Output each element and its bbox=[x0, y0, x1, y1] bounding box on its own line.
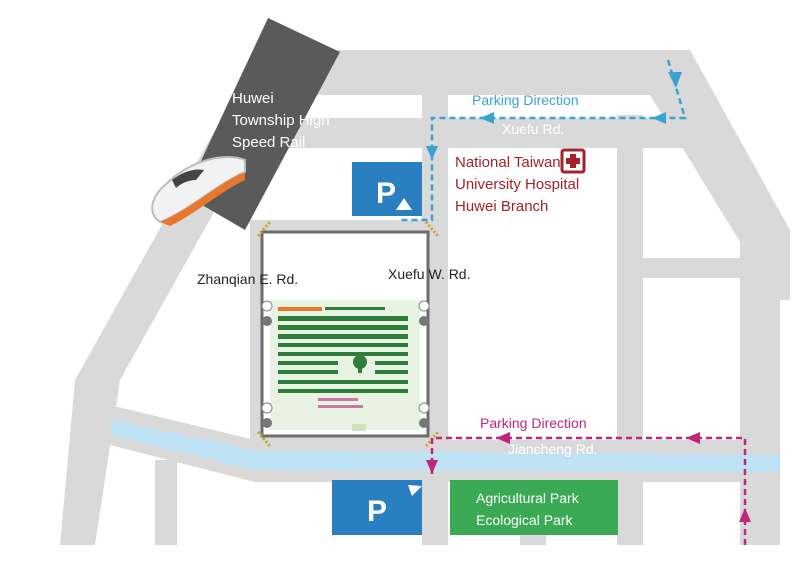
hospital-cross-icon bbox=[560, 148, 586, 174]
road-south-east bbox=[617, 470, 643, 545]
parking-lot-south: P bbox=[332, 480, 422, 535]
parking-direction-south-label: Parking Direction bbox=[480, 415, 587, 431]
parking-lot-north: P bbox=[352, 162, 422, 216]
route-arrows-north bbox=[426, 72, 682, 160]
building-rows bbox=[278, 307, 408, 431]
road-label-xuefu-w: Xuefu W. Rd. bbox=[388, 266, 471, 282]
rail-station-label: Huwei Township High Speed Rail bbox=[232, 90, 330, 151]
route-arrows-south bbox=[426, 432, 751, 522]
road-label-jiancheng: Jiancheng Rd. bbox=[508, 441, 598, 457]
road-label-zhanqian-e: Zhanqian E. Rd. bbox=[197, 271, 299, 287]
road-north-diagonal bbox=[275, 50, 790, 300]
accessible-icon bbox=[262, 316, 429, 428]
tree-icon bbox=[353, 355, 367, 373]
parking-route-south bbox=[430, 436, 747, 545]
parking-route-north bbox=[400, 59, 687, 222]
parking-arrow-icon bbox=[396, 198, 412, 210]
river bbox=[110, 420, 780, 472]
restroom-icon bbox=[261, 300, 430, 414]
road-east-vertical bbox=[740, 240, 780, 545]
parking-lot-north-label: P bbox=[376, 177, 396, 210]
parking-lot-south-label: P bbox=[367, 495, 387, 528]
road-label-xuefu: Xuefu Rd. bbox=[502, 121, 565, 137]
campus-block bbox=[250, 220, 440, 448]
road-south-west bbox=[155, 460, 177, 545]
parking-direction-north-label: Parking Direction bbox=[472, 92, 579, 108]
ecological-park-area bbox=[450, 480, 618, 535]
park-label: Agricultural Park Ecological Park bbox=[476, 490, 579, 528]
parking-arrow-icon bbox=[408, 485, 422, 496]
road-east-spur bbox=[630, 258, 745, 278]
train-icon bbox=[151, 156, 246, 226]
hospital-label: National Taiwan University Hospital Huwe… bbox=[455, 154, 580, 215]
